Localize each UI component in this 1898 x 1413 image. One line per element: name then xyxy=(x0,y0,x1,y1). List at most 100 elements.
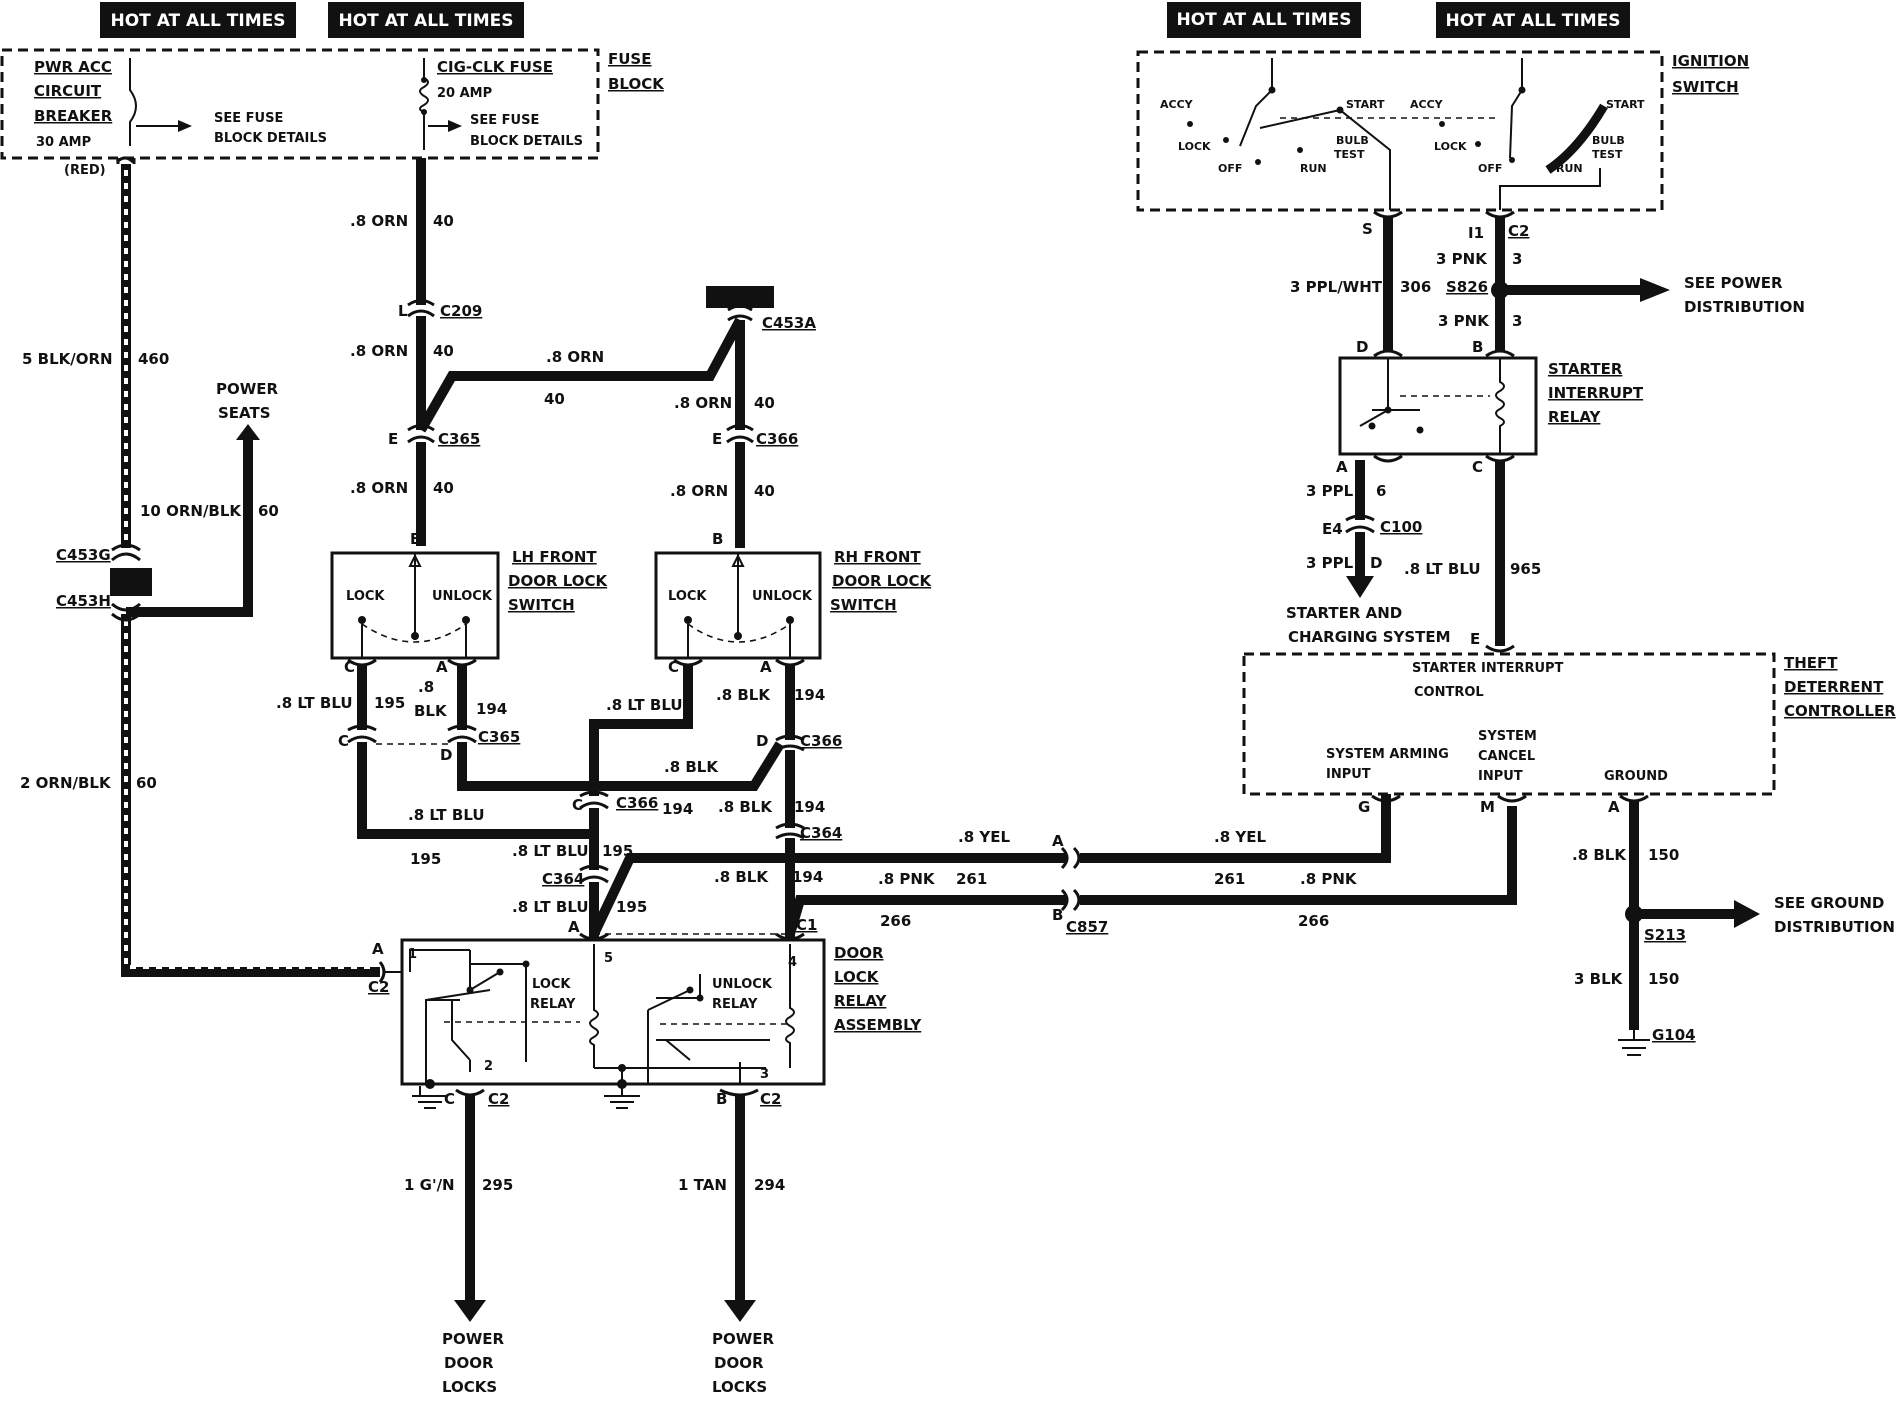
diagram-label: RUN xyxy=(1556,162,1583,175)
diagram-label: (RED) xyxy=(64,163,106,178)
diagram-label: RELAY xyxy=(834,992,888,1010)
diagram-label: SWITCH xyxy=(508,596,575,614)
diagram-label: C xyxy=(668,658,679,676)
diagram-label: D xyxy=(1356,338,1368,356)
diagram-label: 40 xyxy=(754,482,775,500)
diagram-label: LOCK xyxy=(1178,140,1211,153)
lh-front-door-lock-switch: B LOCK UNLOCK LH FRONT DOOR LOCK SWITCH xyxy=(330,530,609,660)
diagram-label: DOOR LOCK xyxy=(832,572,933,590)
diagram-label: 3 PPL/WHT xyxy=(1290,278,1383,296)
diagram-label: SYSTEM xyxy=(1478,729,1537,744)
diagram-label: 1 TAN xyxy=(678,1176,727,1194)
diagram-label: E4 xyxy=(1322,520,1343,538)
diagram-label: 1 G'/N xyxy=(404,1176,455,1194)
connector-c453a xyxy=(706,286,774,308)
diagram-label: A xyxy=(760,658,772,676)
diagram-label: BLOCK DETAILS xyxy=(470,134,583,149)
diagram-label: .8 BLK xyxy=(664,758,719,776)
diagram-label: C100 xyxy=(1380,518,1422,536)
diagram-label: BLOCK DETAILS xyxy=(214,131,327,146)
diagram-label: A xyxy=(568,918,580,936)
diagram-label: RELAY xyxy=(1548,408,1602,426)
diagram-label: BLOCK xyxy=(608,75,665,93)
diagram-label: .8 BLK xyxy=(718,798,773,816)
diagram-label: 150 xyxy=(1648,970,1679,988)
diagram-label: .8 LT BLU xyxy=(276,694,353,712)
diagram-label: C453H xyxy=(56,592,111,610)
diagram-label: 195 xyxy=(616,898,647,916)
diagram-label: C xyxy=(338,732,349,750)
diagram-label: 306 xyxy=(1400,278,1431,296)
diagram-label: STARTER INTERRUPT xyxy=(1412,661,1564,676)
diagram-label: CIG-CLK FUSE xyxy=(437,58,553,76)
diagram-label: .8 ORN xyxy=(670,482,728,500)
diagram-label: C xyxy=(444,1090,455,1108)
diagram-label: 1 xyxy=(408,947,417,962)
header-tag-2: HOT AT ALL TIMES xyxy=(328,2,524,38)
diagram-label: BULB xyxy=(1336,134,1369,147)
diagram-label: C366 xyxy=(800,732,842,750)
diagram-label: LOCK xyxy=(346,589,385,604)
diagram-label: SEATS xyxy=(218,404,271,422)
diagram-label: OFF xyxy=(1478,162,1502,175)
diagram-label: STARTER AND xyxy=(1286,604,1402,622)
diagram-label: L xyxy=(398,302,408,320)
diagram-label: D xyxy=(440,746,452,764)
diagram-label: 3 PNK xyxy=(1436,250,1488,268)
diagram-label: M xyxy=(1480,798,1495,816)
diagram-label: 60 xyxy=(258,502,279,520)
diagram-label: LOCK xyxy=(532,977,571,992)
diagram-label: A xyxy=(1608,798,1620,816)
diagram-label: 195 xyxy=(410,850,441,868)
diagram-label: SEE FUSE xyxy=(214,111,283,126)
wire-power-door-locks: C C2 B C2 1 G'/N 295 1 TAN 294 POWER DOO… xyxy=(404,1088,785,1396)
diagram-label: 3 PPL xyxy=(1306,554,1354,572)
diagram-label: .8 ORN xyxy=(350,212,408,230)
diagram-label: DOOR xyxy=(834,944,884,962)
diagram-label: C453G xyxy=(56,546,111,564)
diagram-label: INTERRUPT xyxy=(1548,384,1644,402)
diagram-label: 5 xyxy=(604,951,613,966)
diagram-label: .8 BLK xyxy=(716,686,771,704)
diagram-label: S213 xyxy=(1644,926,1686,944)
diagram-label: DOOR xyxy=(444,1354,494,1372)
diagram-label: BULB xyxy=(1592,134,1625,147)
ground-circuit: .8 BLK 150 SEE GROUND DISTRIBUTION S213 … xyxy=(1572,800,1895,1056)
diagram-label: POWER xyxy=(712,1330,775,1348)
diagram-label: B xyxy=(1472,338,1483,356)
diagram-label: E xyxy=(388,430,398,448)
diagram-label: 2 xyxy=(484,1059,493,1074)
door-lock-relay-assembly: 1 2 3 4 5 LOCK RELAY UNLOCK RELAY A C2 A… xyxy=(368,918,922,1109)
diagram-label: LOCK xyxy=(668,589,707,604)
diagram-label: 295 xyxy=(482,1176,513,1194)
diagram-label: .8 LT BLU xyxy=(408,806,485,824)
diagram-label: C2 xyxy=(368,978,389,996)
diagram-label: TEST xyxy=(1334,148,1365,161)
diagram-label: 261 xyxy=(956,870,987,888)
wire-pwr-acc: 5 BLK/ORN 460 10 ORN/BLK 60 POWER SEATS … xyxy=(20,156,380,977)
diagram-label: .8 LT BLU xyxy=(606,696,683,714)
diagram-label: START xyxy=(1606,98,1645,111)
diagram-label: LOCKS xyxy=(712,1378,767,1396)
diagram-label: .8 LT BLU xyxy=(1404,560,1481,578)
diagram-label: C2 xyxy=(1508,222,1529,240)
diagram-label: E xyxy=(1470,630,1480,648)
diagram-label: C2 xyxy=(760,1090,781,1108)
diagram-label: 30 AMP xyxy=(36,135,91,150)
diagram-label: 194 xyxy=(792,868,823,886)
diagram-label: C366 xyxy=(756,430,798,448)
diagram-label: C xyxy=(572,796,583,814)
diagram-label: 60 xyxy=(136,774,157,792)
diagram-label: C xyxy=(344,658,355,676)
diagram-label: CONTROLLER xyxy=(1784,702,1896,720)
diagram-label: RELAY xyxy=(712,997,758,1012)
diagram-label: D xyxy=(756,732,768,750)
diagram-label: 3 BLK xyxy=(1574,970,1624,988)
diagram-label: .8 YEL xyxy=(958,828,1010,846)
diagram-label: D xyxy=(1370,554,1382,572)
diagram-label: LOCK xyxy=(1434,140,1467,153)
diagram-label: 40 xyxy=(754,394,775,412)
diagram-label: PWR ACC xyxy=(34,58,112,76)
diagram-label: C365 xyxy=(438,430,480,448)
